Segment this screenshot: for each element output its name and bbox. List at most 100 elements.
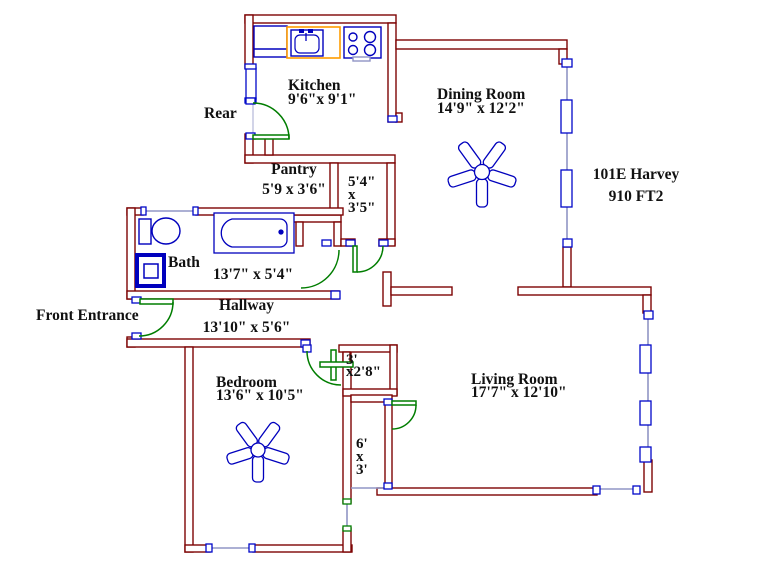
jamb-closet-hall-bottom (383, 482, 393, 490)
window-lines (143, 64, 649, 549)
jamb-kitchen-opening (387, 115, 398, 123)
jamb-bedroom-door (302, 344, 312, 353)
wall-closet-bedroom-right (389, 344, 398, 396)
room-name: Dining Room (437, 86, 526, 103)
wall-pantry-top (244, 154, 396, 164)
kitchen-sink-icon (286, 26, 341, 59)
window-cap (244, 63, 257, 70)
wall-kitchen-left-upper (244, 14, 254, 69)
closet-hall-door-leaf (391, 400, 417, 406)
window-living-2 (639, 400, 652, 426)
doors (138, 102, 417, 430)
bath-label: Bath (168, 254, 200, 271)
room-name: Pantry (271, 161, 317, 178)
room-dims: 13'6" x 10'5" (216, 387, 304, 404)
unit-name: 101E Harvey (592, 166, 680, 183)
wall-hall-tee-vertical (382, 271, 392, 307)
room-dims: 5'9 x 3'6" (262, 181, 326, 198)
room-name: Kitchen (288, 77, 341, 94)
room-name: Bath (168, 254, 200, 271)
wall-bath-left (126, 207, 136, 300)
jamb-closet-hall-top (383, 398, 393, 406)
wall-dining-top (395, 39, 568, 50)
room-name: Bedroom (216, 374, 277, 391)
window-dining-1 (560, 99, 573, 134)
closet-pantry-door-swing (356, 245, 384, 273)
window-cap (248, 543, 256, 553)
wall-kitchen-right (387, 22, 397, 123)
jamb-vestibule-3 (378, 239, 389, 247)
wall-vestibule-right (333, 221, 342, 247)
window-symbols (140, 58, 654, 553)
wall-living-bottom-right-corner (643, 459, 653, 493)
window-cap (561, 58, 573, 68)
ceiling-fan-dining (447, 141, 517, 208)
wall-bedroom-bottom-right (252, 544, 353, 553)
window-living-1 (639, 344, 652, 374)
room-dims: 13'10" x 5'6" (202, 319, 291, 336)
window-cap (632, 485, 641, 495)
front-door-swing (138, 301, 174, 337)
closet-hall-door-swing (391, 404, 417, 430)
wall-bedroom-left (184, 346, 194, 553)
bedroom-door-swing (306, 350, 342, 386)
front-door-leaf (139, 298, 174, 305)
living-room-label: Living Room 17'7" x 12'10" (471, 372, 567, 401)
window-living-3 (639, 446, 652, 463)
room-dims: 14'9" x 12'2" (437, 100, 525, 117)
closet-pantry-door-leaf (352, 245, 358, 273)
toilet-icon (138, 217, 181, 245)
rear-label: Rear (204, 105, 237, 122)
jamb-vestibule-2 (345, 239, 356, 247)
closet-shelf-mark-horizontal (319, 361, 354, 368)
hallway-label: Hallway 13'10" x 5'6" (198, 297, 295, 336)
stove-icon (343, 26, 382, 62)
wall-hall-tee-horizontal (390, 286, 453, 296)
wall-vestibule-left (295, 221, 304, 247)
jamb-rear-door-top (245, 97, 256, 105)
wall-closet-bedroom-top (338, 344, 398, 353)
jamb-vestibule-1 (321, 239, 332, 247)
wall-closet-pantry-right (386, 162, 396, 246)
wall-dining-living-drop (642, 294, 652, 314)
room-dims: 13'7" x 5'4" (213, 266, 294, 283)
room-name: Hallway (218, 297, 275, 314)
wall-living-bottom (376, 487, 598, 496)
ceiling-fan-bedroom (226, 421, 290, 483)
bath-door-swing (300, 249, 340, 289)
unit-area: 910 FT2 (608, 188, 664, 205)
window-cap (192, 206, 199, 216)
hall-closet-label: 6' x 3' (356, 436, 368, 478)
pantry-closet-label: 5'4" x 3'5" (348, 174, 376, 216)
window-cap (643, 310, 654, 320)
bathroom-sink-icon (135, 253, 166, 288)
rear-door-swing (252, 102, 290, 140)
wall-dining-right-stub (562, 246, 572, 288)
rear-door-leaf (252, 134, 290, 140)
door-jambs (131, 97, 398, 532)
front-entrance-label: Front Entrance (36, 307, 139, 324)
window-cap (592, 485, 601, 495)
pantry-label: Pantry 5'9 x 3'6" (254, 161, 334, 198)
walls (126, 14, 653, 553)
jamb-hallway-top (330, 290, 341, 300)
wall-closet-hall-right (384, 403, 393, 489)
kitchen-counter (253, 25, 288, 58)
room-dims: 9'6"x 9'1" (288, 91, 357, 108)
bathtub-icon (213, 212, 295, 254)
jamb-bedroom-window-bottom (342, 525, 352, 532)
unit-label: 101E Harvey 910 FT2 (580, 166, 692, 205)
window-cap (205, 543, 213, 553)
wall-kitchen-top (244, 14, 397, 24)
bedroom-closet-label: 3' x2'8" (346, 352, 381, 380)
wall-hallway-bottom (126, 338, 311, 348)
window-dining-2 (560, 169, 573, 208)
bath-dims-label: 13'7" x 5'4" (213, 266, 294, 283)
window-cap (562, 238, 573, 248)
window-kitchen-left (245, 67, 257, 100)
room-dims: 17'7" x 12'10" (471, 384, 567, 401)
jamb-bedroom-window-top (342, 498, 352, 505)
kitchen-label: Kitchen 9'6"x 9'1" (288, 77, 357, 108)
